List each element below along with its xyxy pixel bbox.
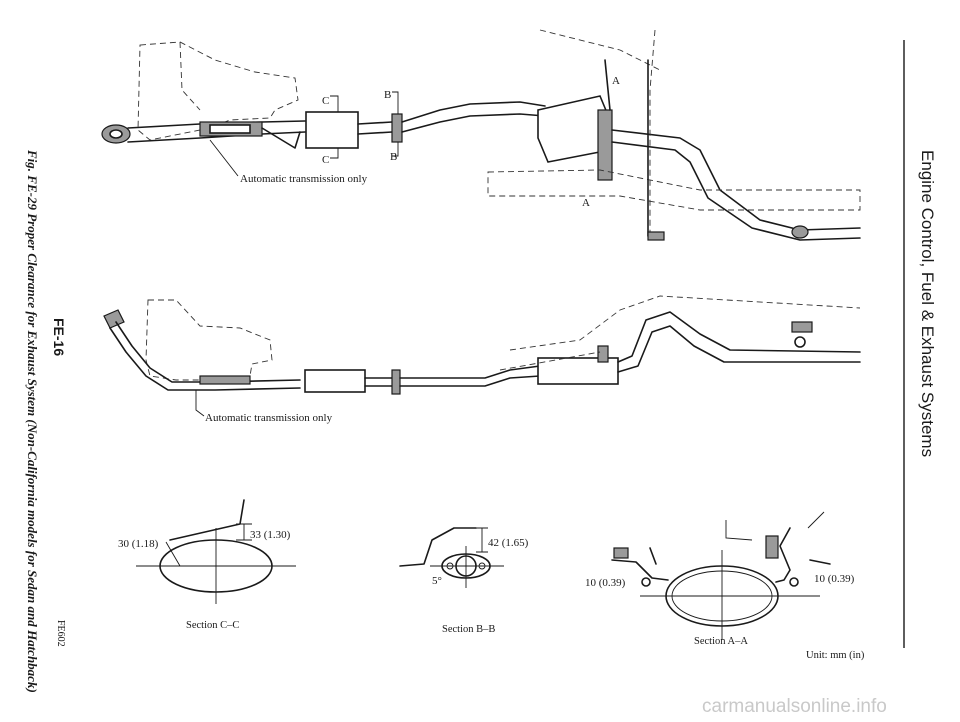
mark-a-bottom: A bbox=[582, 197, 590, 209]
section-bb-angle: 5° bbox=[432, 575, 442, 587]
top-view-drawing bbox=[101, 29, 861, 241]
section-cc-dim-left: 30 (1.18) bbox=[118, 538, 159, 550]
mark-c-bottom: C bbox=[322, 154, 329, 166]
watermark: carmanualsonline.info bbox=[702, 696, 887, 717]
figure-code: FE602 bbox=[55, 620, 66, 647]
section-title: Engine Control, Fuel & Exhaust Systems bbox=[918, 150, 937, 457]
section-aa-drawing bbox=[611, 511, 831, 640]
section-cc-dim-right: 33 (1.30) bbox=[250, 529, 291, 541]
mark-b-bottom: B bbox=[390, 151, 397, 163]
mark-a-top: A bbox=[612, 75, 620, 87]
section-bb-title: Section B–B bbox=[442, 624, 495, 635]
section-aa-dim-left: 10 (0.39) bbox=[585, 577, 626, 589]
section-bb-dim: 42 (1.65) bbox=[488, 537, 529, 549]
figure-caption: Fig. FE-29 Proper Clearance for Exhaust … bbox=[25, 149, 40, 693]
side-view-drawing bbox=[103, 295, 861, 417]
side-view-note: Automatic transmission only bbox=[205, 412, 333, 424]
top-view-note: Automatic transmission only bbox=[240, 173, 368, 185]
section-aa-dim-right: 10 (0.39) bbox=[814, 573, 855, 585]
section-aa-title: Section A–A bbox=[694, 636, 748, 647]
unit-label: Unit: mm (in) bbox=[806, 650, 865, 661]
mark-c-top: C bbox=[322, 95, 329, 107]
mark-b-top: B bbox=[384, 89, 391, 101]
page-number: FE-16 bbox=[51, 318, 67, 356]
section-bb-drawing bbox=[399, 527, 504, 588]
section-cc-title: Section C–C bbox=[186, 620, 239, 631]
section-cc-drawing bbox=[136, 499, 296, 604]
